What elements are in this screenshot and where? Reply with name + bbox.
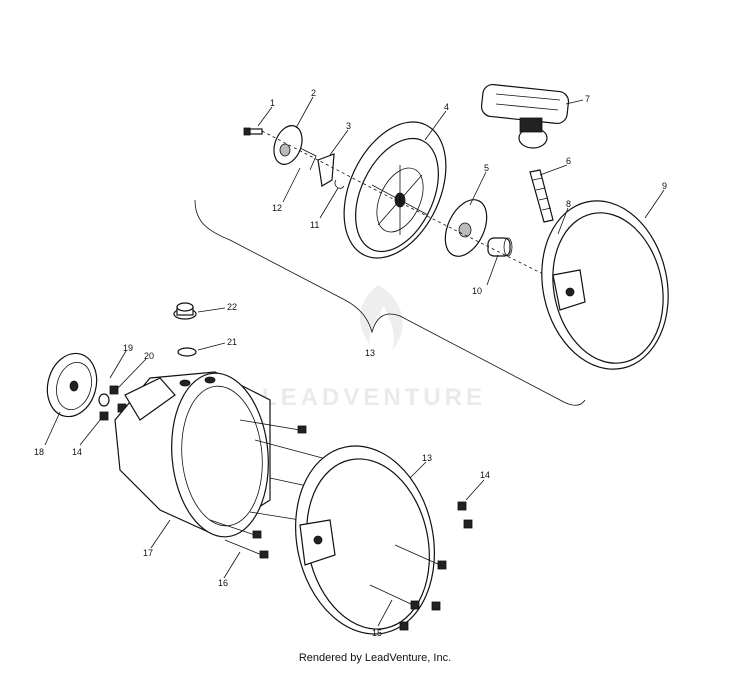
part-4-pulley	[343, 121, 447, 259]
callout-21: 21	[227, 337, 237, 347]
part-15-screws	[369, 544, 447, 631]
callout-12: 12	[272, 203, 282, 213]
callout-labels: 1 2 3 4 5 6 7 8 9 10 11 12 13 13 14 14 1…	[34, 88, 667, 638]
part-6-rope	[529, 169, 554, 223]
assembly-axis-upper	[261, 130, 566, 286]
part-2-plate	[273, 125, 303, 165]
part-14-screws	[457, 501, 473, 529]
callout-5: 5	[484, 163, 489, 173]
callout-16: 16	[218, 578, 228, 588]
callout-11: 11	[310, 220, 319, 230]
part-20-bolts	[98, 385, 127, 421]
callout-14-right: 14	[480, 470, 490, 480]
leader-lines	[44, 96, 665, 627]
callout-19: 19	[123, 343, 133, 353]
part-1-bolt	[243, 127, 263, 136]
part-13-lower-housing	[295, 445, 435, 635]
callout-6: 6	[566, 156, 571, 166]
part-10-bushing	[487, 237, 513, 257]
part-5-spring-cup	[444, 199, 488, 257]
leadventure-watermark: LEADVENTURE	[262, 285, 486, 411]
callout-18: 18	[34, 447, 44, 457]
callout-20: 20	[144, 351, 154, 361]
callout-15: 15	[372, 628, 382, 638]
callout-13-lower: 13	[422, 453, 432, 463]
group-13-bracket	[194, 199, 586, 406]
callout-17: 17	[143, 548, 153, 558]
callout-4: 4	[444, 102, 449, 112]
part-17-adapter-housing	[114, 371, 271, 538]
callout-22: 22	[227, 302, 237, 312]
part-18-drive-cup	[46, 352, 98, 418]
watermark-text: LEADVENTURE	[262, 384, 486, 411]
part-7-handle	[480, 83, 570, 149]
callout-1: 1	[270, 98, 275, 108]
part-22-grommet	[173, 302, 197, 320]
part-21-oring	[177, 347, 197, 357]
callout-14-left: 14	[72, 447, 82, 457]
callout-7: 7	[585, 94, 590, 104]
part-11-clip	[334, 179, 345, 189]
callout-8: 8	[566, 199, 571, 209]
callout-9: 9	[662, 181, 667, 191]
part-9-upper-housing	[541, 200, 669, 370]
callout-2: 2	[311, 88, 316, 98]
callout-3: 3	[346, 121, 351, 131]
callout-13-upper: 13	[365, 348, 375, 358]
footer-credit: Rendered by LeadVenture, Inc.	[298, 652, 452, 664]
callout-10: 10	[472, 286, 482, 296]
